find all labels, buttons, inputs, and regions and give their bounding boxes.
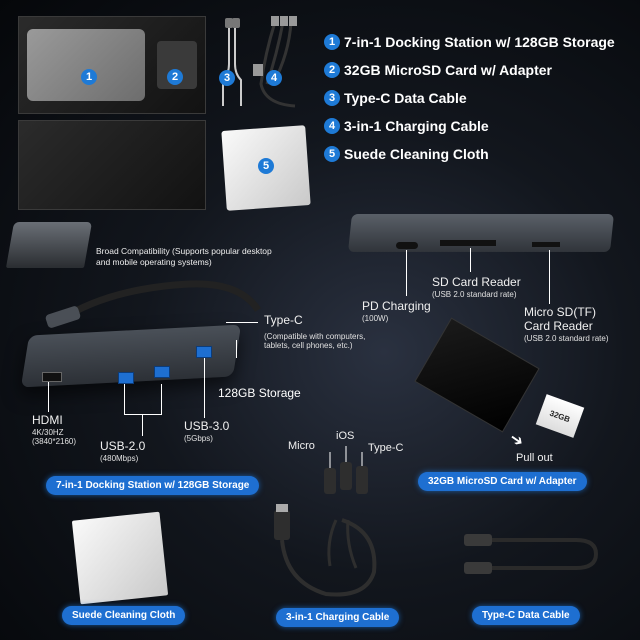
typec-label: Type-C (Compatible with computers, table… <box>264 313 374 351</box>
marker-2: 2 <box>167 69 183 85</box>
legend-item-4: 4 3-in-1 Charging Cable <box>324 118 615 134</box>
pill-dock-station: 7-in-1 Docking Station w/ 128GB Storage <box>46 476 260 495</box>
usb2-bracket <box>124 384 162 415</box>
usb2-label: USB-2.0 (480Mbps) <box>100 439 146 463</box>
cable-label-ios: iOS <box>336 430 355 442</box>
usb3-title: USB-3.0 <box>184 419 230 433</box>
usb3-port <box>196 346 212 358</box>
storage-label: 128GB Storage <box>218 386 301 400</box>
sd-slot <box>440 240 496 246</box>
dock-station-in-box <box>27 29 145 101</box>
pd-charging-label: PD Charging (100W) <box>362 299 431 323</box>
cables-in-package <box>222 16 297 108</box>
dock-side-view <box>348 214 614 252</box>
hdmi-title: HDMI <box>32 413 63 427</box>
microsd-reader-label: Micro SD(TF) Card Reader (USB 2.0 standa… <box>524 305 634 343</box>
marker-1: 1 <box>81 69 97 85</box>
package-box-lid <box>18 120 206 210</box>
pd-charging-title: PD Charging <box>362 299 431 313</box>
legend-label-5: Suede Cleaning Cloth <box>344 146 489 162</box>
hdmi-pointer <box>48 382 49 412</box>
contents-legend: 1 7-in-1 Docking Station w/ 128GB Storag… <box>324 34 615 162</box>
pd-charging-sub: (100W) <box>362 313 389 323</box>
microsd-reader-sub: (USB 2.0 standard rate) <box>524 333 609 343</box>
hdmi-sub: 4K/30HZ (3840*2160) <box>32 427 77 447</box>
pill-typec-cable: Type-C Data Cable <box>472 606 580 625</box>
pd-port <box>396 242 418 249</box>
sd-reader-sub: (USB 2.0 standard rate) <box>432 289 517 299</box>
sd-reader-title: SD Card Reader <box>432 275 521 289</box>
legend-label-3: Type-C Data Cable <box>344 90 467 106</box>
cable-label-typec: Type-C <box>368 442 404 454</box>
cleaning-cloth-bottom <box>71 511 169 605</box>
typec-sub: (Compatible with computers, tablets, cel… <box>264 331 366 351</box>
pill-sd-card: 32GB MicroSD Card w/ Adapter <box>418 472 587 491</box>
usb2-port-2 <box>154 366 170 378</box>
pill-charging-cable: 3-in-1 Charging Cable <box>276 608 400 627</box>
marker-5: 5 <box>258 158 274 174</box>
charging-cable-full <box>274 504 377 597</box>
pull-out-arrow-icon: ➔ <box>506 429 527 452</box>
typec-title: Type-C <box>264 313 303 327</box>
sd-reader-label: SD Card Reader (USB 2.0 standard rate) <box>432 275 521 299</box>
marker-4: 4 <box>266 70 282 86</box>
legend-number-2: 2 <box>324 62 340 78</box>
typec-data-cable <box>464 534 599 574</box>
legend-item-2: 2 32GB MicroSD Card w/ Adapter <box>324 62 615 78</box>
typec-pointer <box>226 322 258 323</box>
legend-number-3: 3 <box>324 90 340 106</box>
microsd-pointer <box>549 250 550 304</box>
pull-out-label: Pull out <box>516 452 553 464</box>
legend-number-5: 5 <box>324 146 340 162</box>
legend-item-1: 1 7-in-1 Docking Station w/ 128GB Storag… <box>324 34 615 50</box>
dock-cable <box>45 280 261 328</box>
usb2-pointer <box>142 414 143 436</box>
hdmi-label: HDMI 4K/30HZ (3840*2160) <box>32 413 77 447</box>
legend-number-1: 1 <box>324 34 340 50</box>
laptop-image <box>5 222 93 268</box>
charging-cable-heads <box>324 446 368 494</box>
storage-pointer <box>236 340 237 358</box>
usb2-sub: (480Mbps) <box>100 453 139 463</box>
usb3-pointer <box>204 358 205 418</box>
microsd-card-image: 32GB <box>535 394 585 438</box>
hdmi-port <box>42 372 62 382</box>
marker-3: 3 <box>219 70 235 86</box>
usb3-sub: (5Gbps) <box>184 433 213 443</box>
sd-pointer <box>470 248 471 272</box>
microsd-slot <box>532 242 560 247</box>
sd-adapter-image <box>414 317 540 433</box>
legend-label-4: 3-in-1 Charging Cable <box>344 118 489 134</box>
usb3-label: USB-3.0 (5Gbps) <box>184 419 230 443</box>
legend-label-1: 7-in-1 Docking Station w/ 128GB Storage <box>344 34 615 50</box>
usb2-title: USB-2.0 <box>100 439 146 453</box>
legend-number-4: 4 <box>324 118 340 134</box>
compat-label: Broad Compatibility (Supports popular de… <box>96 246 272 268</box>
cable-label-micro: Micro <box>288 440 315 452</box>
package-box-top: 1 2 <box>18 16 206 114</box>
legend-label-2: 32GB MicroSD Card w/ Adapter <box>344 62 552 78</box>
usb2-port-1 <box>118 372 134 384</box>
legend-item-5: 5 Suede Cleaning Cloth <box>324 146 615 162</box>
pill-cleaning-cloth: Suede Cleaning Cloth <box>62 606 186 625</box>
pd-pointer <box>406 250 407 296</box>
microsd-card-text: 32GB <box>548 408 572 424</box>
microsd-reader-title: Micro SD(TF) Card Reader <box>524 305 596 333</box>
legend-item-3: 3 Type-C Data Cable <box>324 90 615 106</box>
